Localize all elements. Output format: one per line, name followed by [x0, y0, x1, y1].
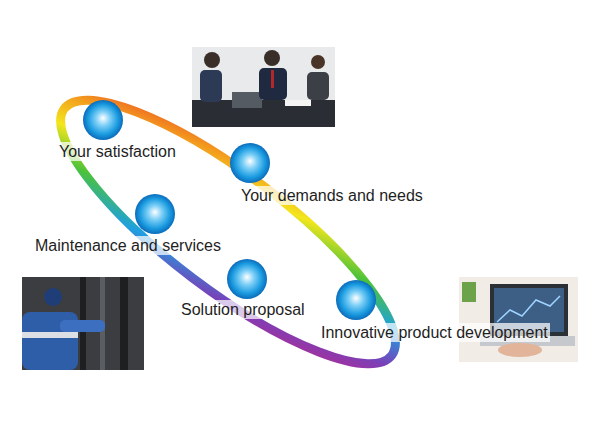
maintenance-photo — [22, 277, 144, 370]
blue-sphere — [81, 98, 125, 142]
node-label: Your demands and needs — [239, 186, 425, 205]
sphere-shape — [135, 194, 175, 234]
sphere-node: Solution proposal — [179, 300, 307, 319]
sphere-node: Maintenance and services — [33, 236, 223, 255]
meeting-photo — [192, 47, 335, 127]
node-label: Solution proposal — [179, 300, 307, 319]
blue-sphere — [225, 257, 269, 301]
sphere-shape — [336, 280, 376, 320]
sphere-node: Your satisfaction — [57, 142, 178, 161]
blue-sphere — [334, 278, 378, 322]
sphere-shape — [227, 259, 267, 299]
node-label: Maintenance and services — [33, 236, 223, 255]
sphere-shape — [230, 143, 270, 183]
sphere-shape — [83, 100, 123, 140]
sphere-node: Innovative product development — [319, 323, 550, 342]
blue-sphere — [133, 192, 177, 236]
node-label: Innovative product development — [319, 323, 550, 342]
laptop-photo — [459, 277, 578, 362]
blue-sphere — [228, 141, 272, 185]
node-label: Your satisfaction — [57, 142, 178, 161]
sphere-node: Your demands and needs — [239, 186, 425, 205]
